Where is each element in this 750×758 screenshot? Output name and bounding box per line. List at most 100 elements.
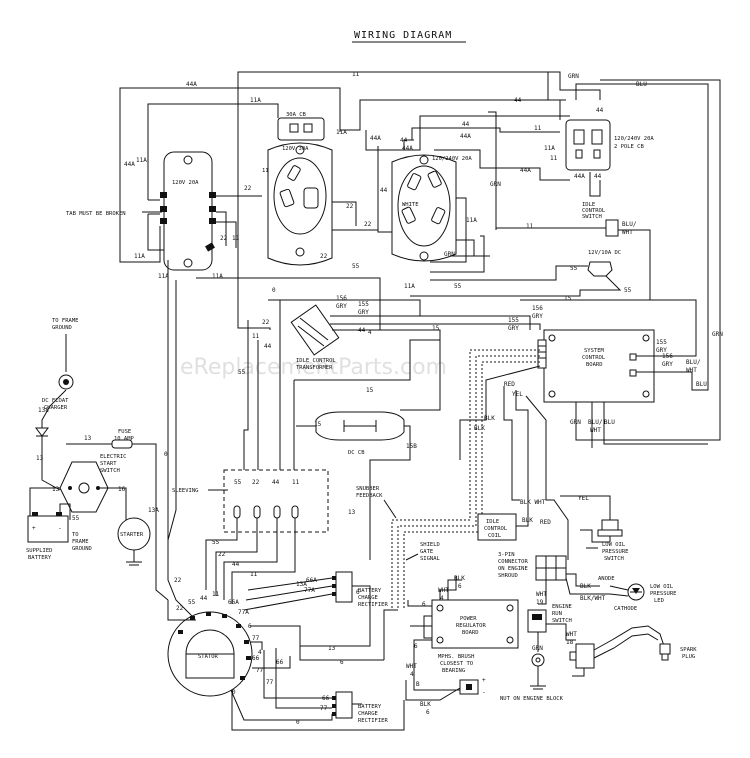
svg-text:44A: 44A [520, 167, 531, 174]
svg-text:CHARGE: CHARGE [358, 711, 378, 717]
svg-text:MPHS. BRUSH: MPHS. BRUSH [438, 654, 474, 660]
svg-text:SNUBBER: SNUBBER [356, 486, 380, 492]
svg-text:120/240V 20A: 120/240V 20A [432, 156, 472, 162]
left-wire-runs [167, 260, 421, 621]
svg-text:LED: LED [654, 598, 664, 604]
svg-text:GRN: GRN [490, 181, 501, 188]
svg-text:BLK/WHT: BLK/WHT [580, 595, 606, 602]
svg-text:SUPPLIED: SUPPLIED [26, 548, 53, 554]
svg-text:6: 6 [458, 583, 462, 590]
svg-text:15B: 15B [406, 443, 417, 450]
svg-text:RED: RED [540, 519, 551, 526]
svg-text:-: - [58, 525, 62, 532]
svg-text:LOW OIL: LOW OIL [650, 584, 674, 590]
svg-text:YEL: YEL [512, 391, 523, 398]
svg-text:IDLE: IDLE [486, 519, 499, 525]
svg-text:WHT: WHT [566, 631, 577, 638]
svg-text:COIL: COIL [488, 533, 502, 539]
svg-text:11A: 11A [404, 283, 415, 290]
svg-text:11: 11 [526, 223, 534, 230]
svg-text:GRN: GRN [532, 645, 543, 652]
mid-wire-labels: 0 13 6 B [164, 451, 420, 688]
svg-text:13: 13 [328, 645, 336, 652]
svg-text:15: 15 [366, 387, 374, 394]
svg-text:66A: 66A [228, 599, 239, 606]
svg-text:77A: 77A [304, 587, 315, 594]
svg-text:4: 4 [410, 671, 414, 678]
svg-text:44: 44 [594, 173, 602, 180]
svg-text:11A: 11A [466, 217, 477, 224]
svg-text:77: 77 [266, 679, 274, 686]
svg-text:WHT: WHT [438, 587, 449, 594]
three-pin-connector: 3-PIN CONNECTOR ON ENGINE SHROUD BLK BLK… [498, 552, 610, 606]
svg-text:BEARING: BEARING [442, 668, 465, 674]
svg-text:STARTER: STARTER [120, 532, 144, 538]
svg-text:SWITCH: SWITCH [100, 468, 120, 474]
svg-text:6: 6 [356, 589, 360, 596]
svg-text:WHT: WHT [622, 229, 633, 236]
svg-text:44: 44 [264, 343, 272, 350]
svg-text:TRANSFORMER: TRANSFORMER [296, 365, 333, 371]
svg-text:44A: 44A [460, 133, 471, 140]
electric-start-switch: ELECTRIC START SWITCH 13 16 [29, 454, 127, 520]
svg-text:BLK: BLK [420, 701, 431, 708]
svg-text:11: 11 [352, 71, 360, 78]
brush-assembly: MPHS. BRUSH CLOSEST TO BEARING + - WHT 4… [405, 654, 486, 716]
svg-text:4: 4 [368, 329, 372, 336]
svg-text:11: 11 [212, 591, 220, 598]
receptacle-120-240v-20a: 120/240V 20A WHITE 44 44A GRN 11A 44 44A [370, 135, 477, 263]
svg-text:BLK WHT: BLK WHT [520, 499, 546, 506]
svg-text:11: 11 [534, 125, 542, 132]
svg-text:11A: 11A [212, 273, 223, 280]
circuit-breaker-2-pole: 120/240V 20A 2 POLE CB 44 44A 44 11A 11 … [534, 73, 654, 180]
svg-text:11: 11 [252, 333, 260, 340]
dc-circuit-breaker: DC CB 15 15B [296, 411, 417, 560]
svg-text:CONTROL: CONTROL [582, 355, 606, 361]
svg-text:138: 138 [38, 407, 49, 414]
svg-text:0: 0 [164, 451, 168, 458]
svg-text:GRY: GRY [662, 361, 673, 368]
svg-text:RECTIFIER: RECTIFIER [358, 602, 388, 608]
svg-text:11A: 11A [136, 157, 147, 164]
svg-text:TO FRAME: TO FRAME [52, 318, 79, 324]
svg-text:44A: 44A [402, 145, 413, 152]
svg-text:ENGINE: ENGINE [552, 604, 572, 610]
svg-text:11A: 11A [336, 129, 347, 136]
svg-text:44A: 44A [186, 81, 197, 88]
svg-text:GRN: GRN [568, 73, 579, 80]
svg-text:BATTERY: BATTERY [358, 704, 382, 710]
svg-text:PLUG: PLUG [682, 654, 695, 660]
sleeving-bundle: SLEEVING 55 22 44 11 55 22 44 11 [172, 469, 329, 604]
svg-text:66: 66 [276, 659, 284, 666]
diagram-title: WIRING DIAGRAM [354, 30, 452, 41]
svg-text:START: START [100, 461, 117, 467]
svg-text:-: - [482, 689, 486, 696]
power-regulator-board: POWER REGULATOR BOARD 6 6 WHT 4 BLK 6 [407, 575, 519, 691]
svg-text:TO: TO [72, 532, 79, 538]
circuit-breaker-30a: 30A CB 11A [277, 112, 347, 141]
svg-text:13: 13 [36, 455, 44, 462]
svg-text:WHT: WHT [536, 591, 547, 598]
svg-text:11A: 11A [544, 145, 555, 152]
svg-text:CHARGE: CHARGE [358, 595, 378, 601]
spark-plug-ignition: SPARK PLUG [569, 625, 697, 677]
svg-text:55: 55 [188, 599, 196, 606]
svg-text:11A: 11A [250, 97, 261, 104]
svg-text:15: 15 [432, 325, 440, 332]
svg-text:POWER: POWER [460, 616, 477, 622]
svg-text:22: 22 [244, 185, 252, 192]
receptacle-120v-20a: 120V 20A 44A 11A 11A 22 11 11A 11A [119, 151, 240, 280]
svg-text:CLOSEST TO: CLOSEST TO [440, 661, 473, 667]
nut-on-engine-block: NUT ON ENGINE BLOCK GRN [500, 645, 564, 702]
watermark: eReplacementParts.com [180, 355, 447, 380]
svg-text:BLU/: BLU/ [588, 419, 603, 426]
svg-text:55: 55 [72, 515, 80, 522]
system-control-board: SYSTEM CONTROL BOARD 155 GRY 156 GRY BLU… [537, 299, 723, 448]
svg-text:156: 156 [336, 295, 347, 302]
svg-text:19: 19 [536, 599, 544, 606]
svg-text:44: 44 [596, 107, 604, 114]
svg-text:13: 13 [84, 435, 92, 442]
svg-text:22: 22 [262, 319, 270, 326]
